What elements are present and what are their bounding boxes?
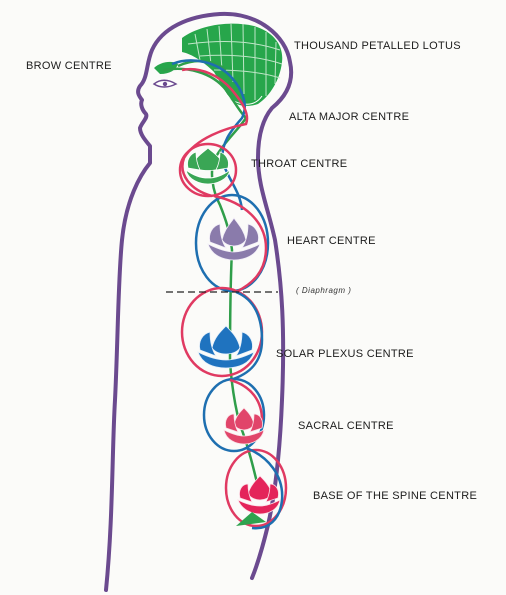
brow-centre bbox=[154, 61, 178, 74]
label-sacral-centre: SACRAL CENTRE bbox=[298, 420, 394, 432]
base-loop-pingala bbox=[245, 446, 284, 530]
sacral-loop-ida bbox=[229, 378, 264, 421]
base-lotus bbox=[237, 475, 281, 515]
eye-pupil bbox=[162, 81, 168, 87]
ida-upper bbox=[181, 67, 249, 198]
label-thousand-petalled-lotus: THOUSAND PETALLED LOTUS bbox=[294, 40, 461, 52]
label-solar-plexus-centre: SOLAR PLEXUS CENTRE bbox=[276, 348, 414, 360]
solar-plexus-lotus bbox=[197, 325, 255, 369]
label-throat-centre: THROAT CENTRE bbox=[251, 158, 348, 170]
label-alta-major-centre: ALTA MAJOR CENTRE bbox=[289, 111, 410, 123]
throat-lotus bbox=[185, 147, 231, 185]
thousand-petalled-lotus bbox=[182, 23, 283, 106]
label-heart-centre: HEART CENTRE bbox=[287, 235, 376, 247]
label-brow-centre: BROW CENTRE bbox=[26, 60, 112, 72]
sushumna-channel bbox=[162, 67, 262, 497]
sacral-lotus bbox=[223, 407, 265, 445]
label-diaphragm: ( Diaphragm ) bbox=[296, 286, 352, 295]
base-loop bbox=[224, 448, 288, 528]
heart-loop-ida bbox=[213, 194, 268, 294]
body-outline bbox=[104, 11, 294, 592]
sacral-loop bbox=[202, 377, 266, 453]
throat-loop bbox=[178, 142, 238, 198]
heart-loop bbox=[194, 193, 270, 293]
label-base-of-spine-centre: BASE OF THE SPINE CENTRE bbox=[313, 490, 478, 502]
solar-loop-pingala bbox=[229, 290, 264, 382]
base-leaf bbox=[236, 512, 266, 526]
heart-lotus bbox=[207, 217, 261, 261]
